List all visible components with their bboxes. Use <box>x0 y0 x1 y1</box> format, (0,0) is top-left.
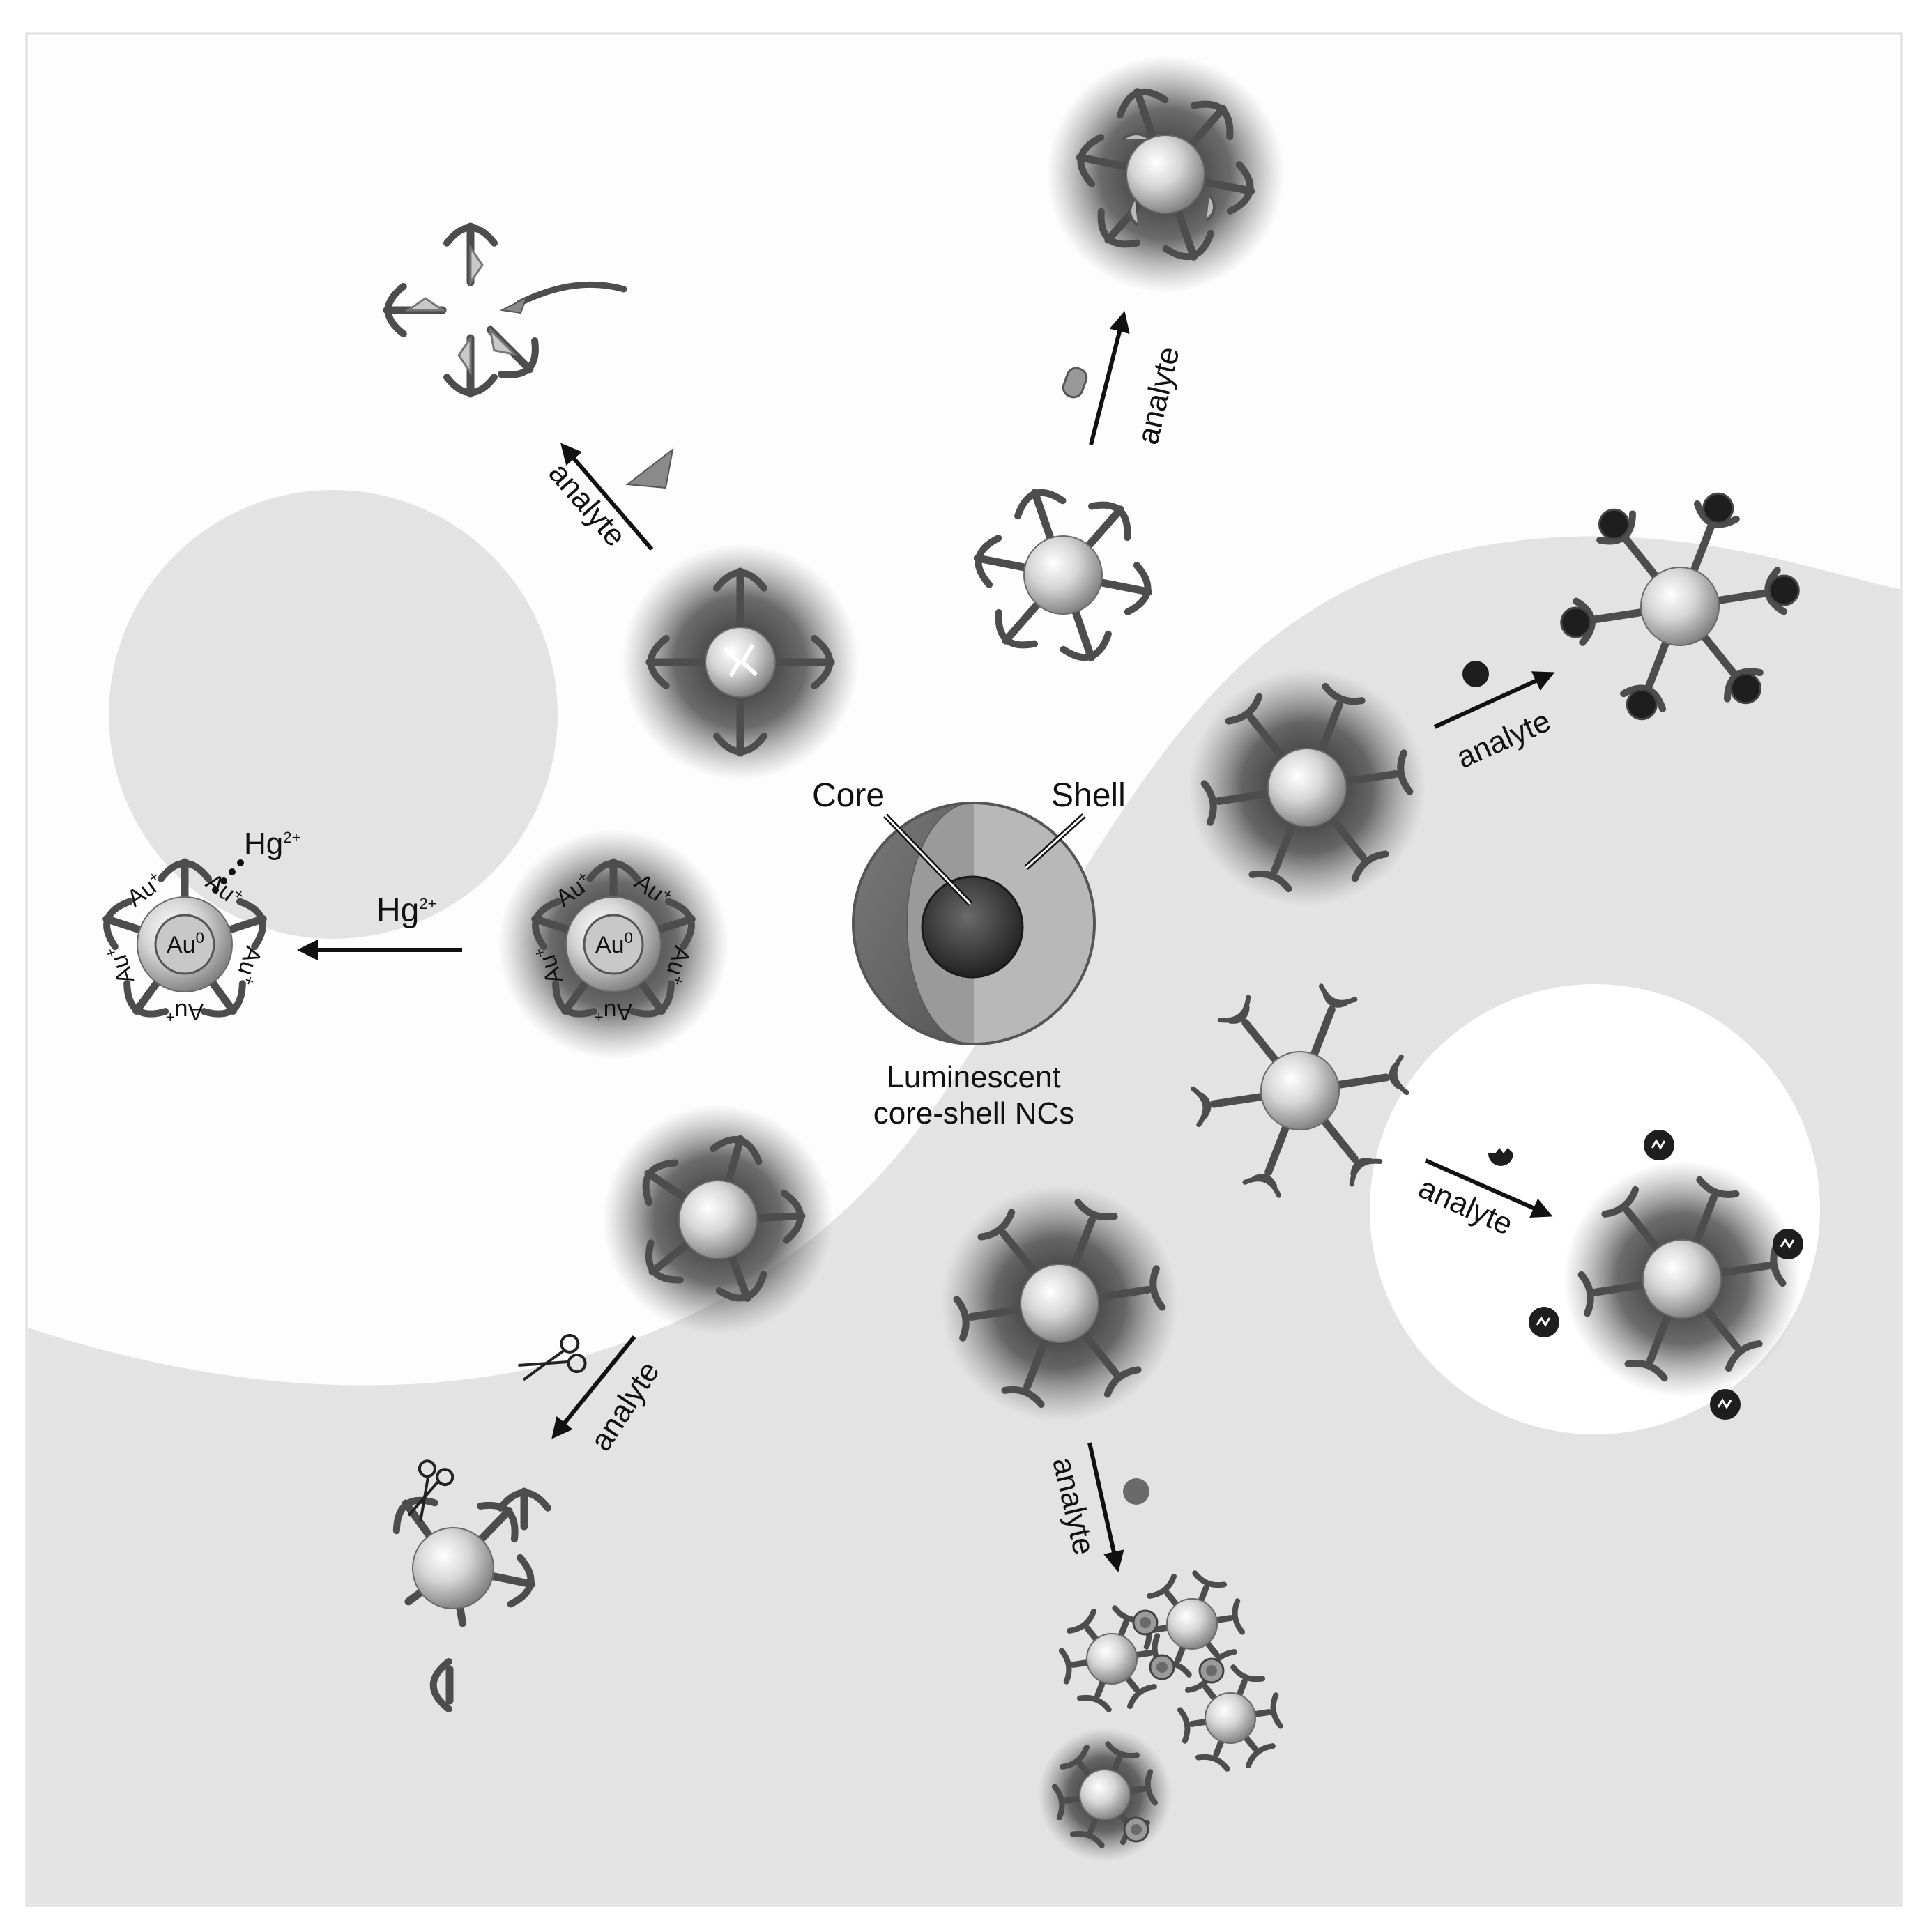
scissors-cutting-icon <box>407 1459 454 1521</box>
bound-capsule-3 <box>1129 197 1139 227</box>
nc-lower-right-start <box>1191 983 1409 1198</box>
nc-cleaved <box>392 1487 551 1712</box>
arrow-upper-left <box>560 443 654 551</box>
nc-aggregate-2 <box>1138 1570 1246 1678</box>
analyte-dark-ball-icon <box>1462 661 1489 687</box>
arrow-lower-right <box>1424 1158 1553 1218</box>
shell-leader-line-inner <box>1025 814 1085 869</box>
analyte-capsule-icon <box>1062 367 1088 399</box>
nc-caption-line1: Luminescent <box>887 1060 1060 1094</box>
nc-lower-right-product <box>1564 1160 1801 1397</box>
nc-right-product <box>1560 492 1800 721</box>
hg-label-arrow: Hg2+ <box>376 892 436 929</box>
nc-bottom-start <box>941 1185 1178 1422</box>
arrow-top <box>1089 311 1130 445</box>
nc-aggregate-4 <box>1038 1728 1172 1862</box>
core-leader-line-inner <box>884 814 972 905</box>
background-circle-left <box>109 490 558 939</box>
nc-crack <box>723 643 758 677</box>
arrow-right <box>1433 671 1555 729</box>
nc-fragmented <box>383 222 627 398</box>
hg-label-cluster: Hg2+ <box>244 827 300 861</box>
nc-lower-left-start <box>603 1105 833 1335</box>
interaction-dots <box>212 859 244 894</box>
au-ion-label: Au+ <box>595 998 632 1026</box>
bound-capsule-2 <box>1205 194 1216 222</box>
nc-core <box>921 875 1024 979</box>
shell-label: Shell <box>1051 777 1126 814</box>
arrow-lower-left <box>551 1335 636 1439</box>
nc-aggregate-3 <box>1177 1664 1284 1772</box>
arrow-bottom <box>1087 1442 1124 1572</box>
nc-top-start <box>973 489 1153 661</box>
analyte-grey-ball-icon <box>1123 1478 1149 1505</box>
background-wave <box>28 536 1900 1905</box>
analyte-key-icon <box>1488 1148 1513 1166</box>
analyte-wedge-icon <box>625 447 674 489</box>
nc-right-start <box>1189 669 1426 906</box>
scissors-icon <box>518 1333 587 1381</box>
core-label: Core <box>812 777 885 814</box>
bound-capsule-1 <box>1121 132 1152 141</box>
nc-top-product <box>1047 56 1284 293</box>
nc-caption-line2: core-shell NCs <box>873 1096 1075 1130</box>
